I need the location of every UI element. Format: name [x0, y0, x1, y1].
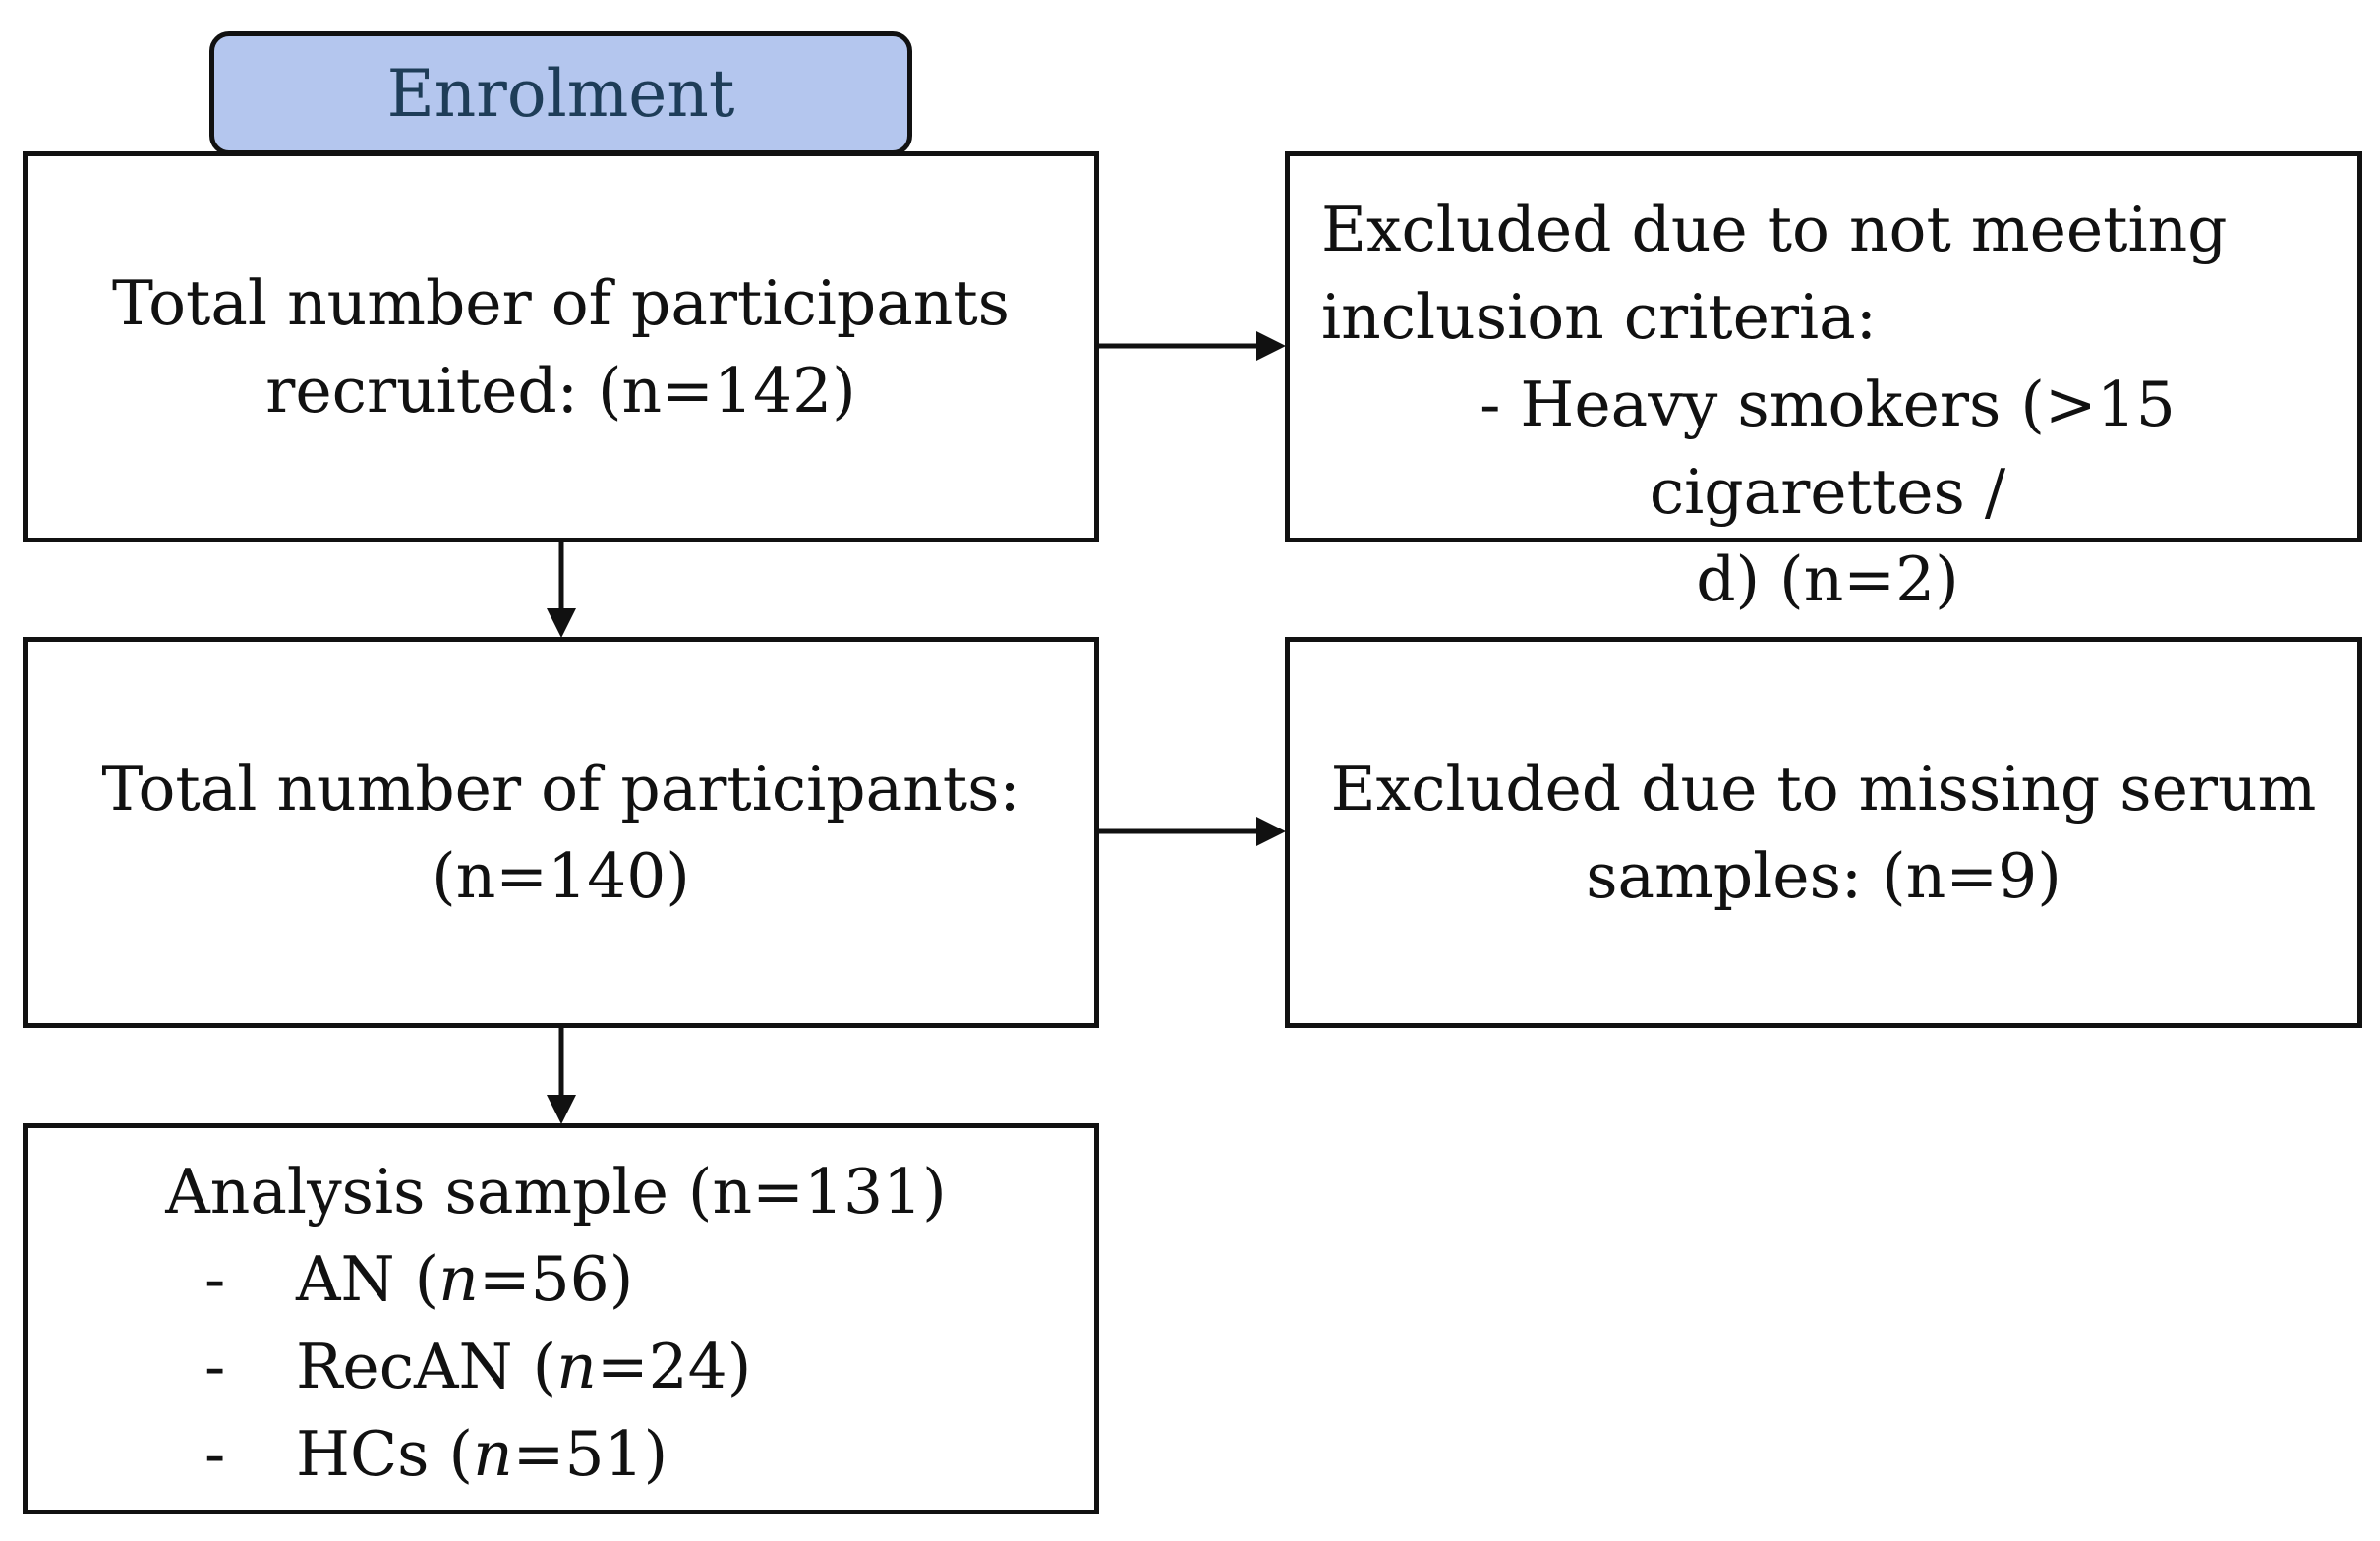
total-line-1: Total number of participants: — [101, 753, 1020, 825]
list-dash: - — [204, 1418, 226, 1490]
enrolment-header: Enrolment — [209, 31, 912, 155]
excluded-criteria-line-2: inclusion criteria: — [1321, 281, 1877, 353]
analysis-sample-box: Analysis sample (n=131) - AN (n=56) - Re… — [23, 1123, 1099, 1514]
analysis-item-hcs: - HCs (n=51) — [28, 1410, 1094, 1498]
recruited-box: Total number of participants recruited: … — [23, 151, 1099, 542]
n-label: n — [473, 1418, 513, 1490]
excluded-serum-box: Excluded due to missing serum samples: (… — [1285, 637, 2362, 1028]
total-participants-box: Total number of participants: (n=140) — [23, 637, 1099, 1028]
analysis-item-recan: - RecAN (n=24) — [28, 1323, 1094, 1410]
n-label: n — [556, 1331, 597, 1402]
excluded-serum-line-2: samples: (n=9) — [1586, 840, 2061, 912]
list-dash: - — [204, 1331, 226, 1402]
recruited-line-2: recruited: (n=142) — [265, 355, 856, 427]
list-dash: - — [204, 1243, 226, 1315]
analysis-title: Analysis sample (n=131) — [165, 1156, 947, 1227]
n-value: =56) — [478, 1243, 634, 1315]
total-line-2: (n=140) — [432, 840, 690, 912]
excluded-criteria-line-3: - Heavy smokers (>15 cigarettes / — [1480, 369, 2176, 528]
n-value: =51) — [512, 1418, 668, 1490]
group-name: RecAN — [296, 1331, 513, 1402]
excluded-criteria-line-4: d) (n=2) — [1696, 543, 1959, 615]
excluded-serum-line-1: Excluded due to missing serum — [1330, 753, 2317, 825]
excluded-criteria-box: Excluded due to not meeting inclusion cr… — [1285, 151, 2362, 615]
excluded-criteria-line-1: Excluded due to not meeting — [1321, 194, 2228, 265]
group-name: AN — [296, 1243, 395, 1315]
analysis-item-an: - AN (n=56) — [28, 1235, 1094, 1323]
enrolment-label: Enrolment — [386, 55, 735, 132]
recruited-line-1: Total number of participants — [111, 267, 1011, 339]
group-name: HCs — [296, 1418, 430, 1490]
n-value: =24) — [596, 1331, 752, 1402]
n-label: n — [438, 1243, 479, 1315]
